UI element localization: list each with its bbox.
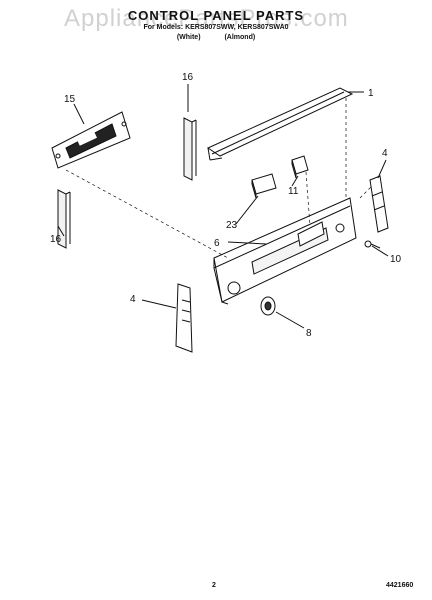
callout-8: 8 xyxy=(306,328,312,339)
callout-11: 11 xyxy=(288,186,299,197)
callout-10: 10 xyxy=(390,254,402,265)
callout-6: 6 xyxy=(214,238,220,249)
callout-4b: 4 xyxy=(130,294,136,305)
callout-15: 15 xyxy=(64,94,76,105)
model-line: For Models: KERS807SWW, KERS807SWA0 xyxy=(143,24,289,31)
part-switch xyxy=(291,155,309,179)
color-line: (White) (Almond) xyxy=(176,34,256,41)
part-knob xyxy=(260,296,276,316)
watermark: AppliancePartsPros.com xyxy=(64,5,349,32)
callout-23: 23 xyxy=(226,220,238,231)
part-end-cap-right xyxy=(369,175,389,233)
document-part-number: 4421660 xyxy=(386,582,414,589)
part-end-cap-left xyxy=(175,283,193,353)
part-bracket-lower xyxy=(57,189,71,249)
part-control-panel xyxy=(213,197,357,305)
diagram-title: CONTROL PANEL PARTS xyxy=(127,8,305,23)
part-top-trim xyxy=(206,87,354,161)
page-number: 2 xyxy=(212,582,216,589)
callout-16a: 16 xyxy=(182,72,194,83)
part-relay xyxy=(251,173,277,199)
callout-4a: 4 xyxy=(382,148,388,159)
assembly-lines xyxy=(65,98,373,259)
callout-16b: 16 xyxy=(50,234,62,245)
callout-labels: 1 4 4 6 8 10 11 15 16 16 23 xyxy=(50,72,402,339)
part-control-board xyxy=(51,111,131,169)
leader-lines xyxy=(57,84,389,329)
part-bracket-upper xyxy=(183,117,197,181)
callout-1: 1 xyxy=(368,88,374,99)
part-screw xyxy=(364,240,381,249)
